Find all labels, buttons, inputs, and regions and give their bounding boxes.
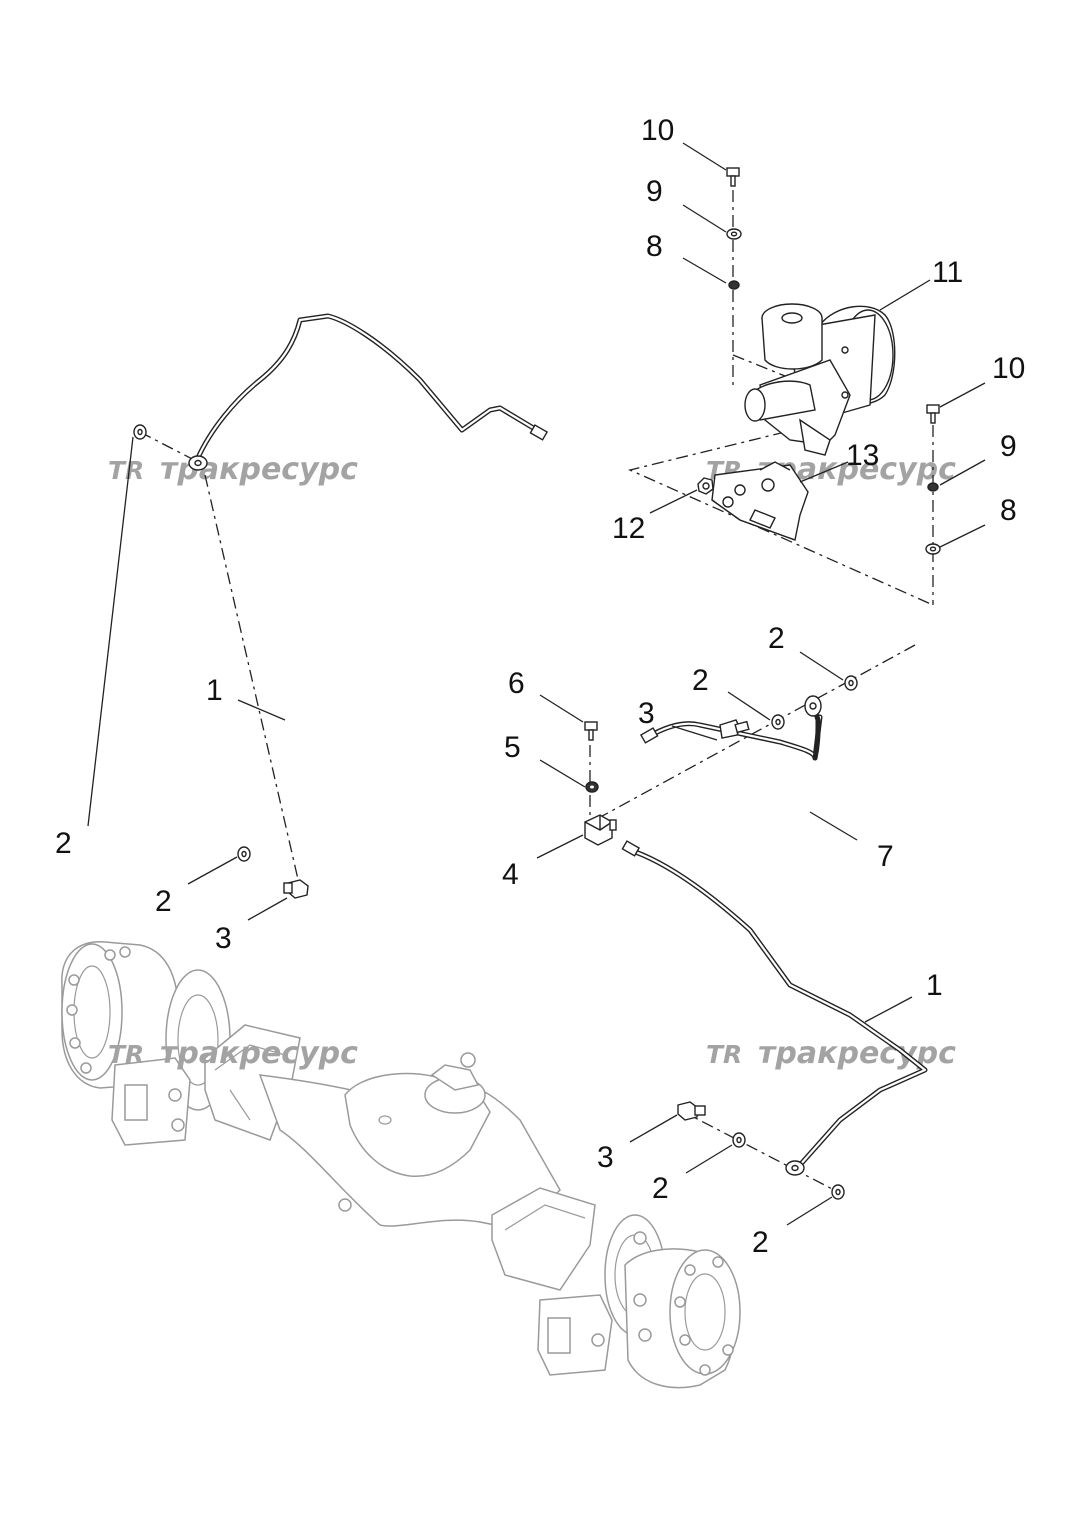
washer-5 xyxy=(585,781,599,793)
washer-2-left-lower xyxy=(237,846,251,862)
callout-2-upper-right: 2 xyxy=(768,622,785,655)
callout-8-top: 8 xyxy=(646,230,663,263)
watermark-text: тракресурс xyxy=(160,1036,358,1071)
callout-2-left-lower: 2 xyxy=(155,885,172,918)
bolt-10-top xyxy=(726,167,740,187)
nut-12 xyxy=(697,477,714,495)
lock-washer-9-right xyxy=(927,482,939,492)
callout-2-lower-mid: 2 xyxy=(652,1172,669,1205)
watermark-upper-left: TR тракресурс xyxy=(108,452,358,487)
banjo-bolt-3-left xyxy=(283,879,309,899)
callout-3-left: 3 xyxy=(215,922,232,955)
watermark-lower-left: TR тракресурс xyxy=(108,1036,358,1071)
watermark-text: тракресурс xyxy=(758,1036,956,1071)
washer-2-lower-mid xyxy=(732,1132,746,1148)
brake-pipe-1-right xyxy=(621,840,928,1176)
callouts: 10 9 8 11 10 13 9 12 8 2 1 6 2 3 5 2 7 4… xyxy=(55,114,1025,1259)
master-cylinder-bracket xyxy=(711,461,809,541)
banjo-bolt-3-right-mid xyxy=(719,719,750,739)
brake-pipe-1-left xyxy=(188,313,549,471)
washer-2-left xyxy=(133,424,147,440)
rear-axle-assembly xyxy=(61,941,741,1389)
callout-10-right: 10 xyxy=(992,352,1025,385)
bolt-6 xyxy=(584,721,598,741)
banjo-bolt-3-lower-right xyxy=(677,1101,706,1121)
callout-2-right-mid: 2 xyxy=(692,664,709,697)
callout-13: 13 xyxy=(846,439,879,472)
callout-2-left: 2 xyxy=(55,827,72,860)
watermark-lower-right: TR тракресурс xyxy=(706,1036,956,1071)
callout-11: 11 xyxy=(932,256,963,289)
callout-1-left: 1 xyxy=(206,674,223,707)
callout-12: 12 xyxy=(612,512,645,545)
washer-8-right xyxy=(925,543,941,555)
callout-1-right: 1 xyxy=(926,969,943,1002)
washer-2-right-mid xyxy=(771,714,785,730)
lock-washer-8-top xyxy=(728,280,740,290)
callout-2-lower-right: 2 xyxy=(752,1226,769,1259)
callout-7: 7 xyxy=(877,840,894,873)
callout-6: 6 xyxy=(508,667,525,700)
washer-2-upper-right xyxy=(844,675,858,691)
brake-master-cylinder xyxy=(744,303,896,456)
callout-5: 5 xyxy=(504,731,521,764)
callout-9-top: 9 xyxy=(646,175,663,208)
callout-3-lower-right: 3 xyxy=(597,1141,614,1174)
leader-lines xyxy=(87,142,986,1226)
callout-9-right: 9 xyxy=(1000,430,1017,463)
washer-2-lower-right xyxy=(831,1184,845,1200)
bolt-10-right xyxy=(926,404,940,424)
callout-10-top: 10 xyxy=(641,114,674,147)
watermark-logo: TR xyxy=(108,1040,144,1069)
brake-pipe-7 xyxy=(639,695,823,761)
watermark-logo: TR xyxy=(706,1040,742,1069)
washer-9-top xyxy=(726,228,742,240)
watermark-logo: TR xyxy=(108,456,144,485)
tee-fitting-4 xyxy=(584,814,617,846)
callout-3-right-mid: 3 xyxy=(638,697,655,730)
callout-8-right: 8 xyxy=(1000,494,1017,527)
callout-4: 4 xyxy=(502,858,519,891)
